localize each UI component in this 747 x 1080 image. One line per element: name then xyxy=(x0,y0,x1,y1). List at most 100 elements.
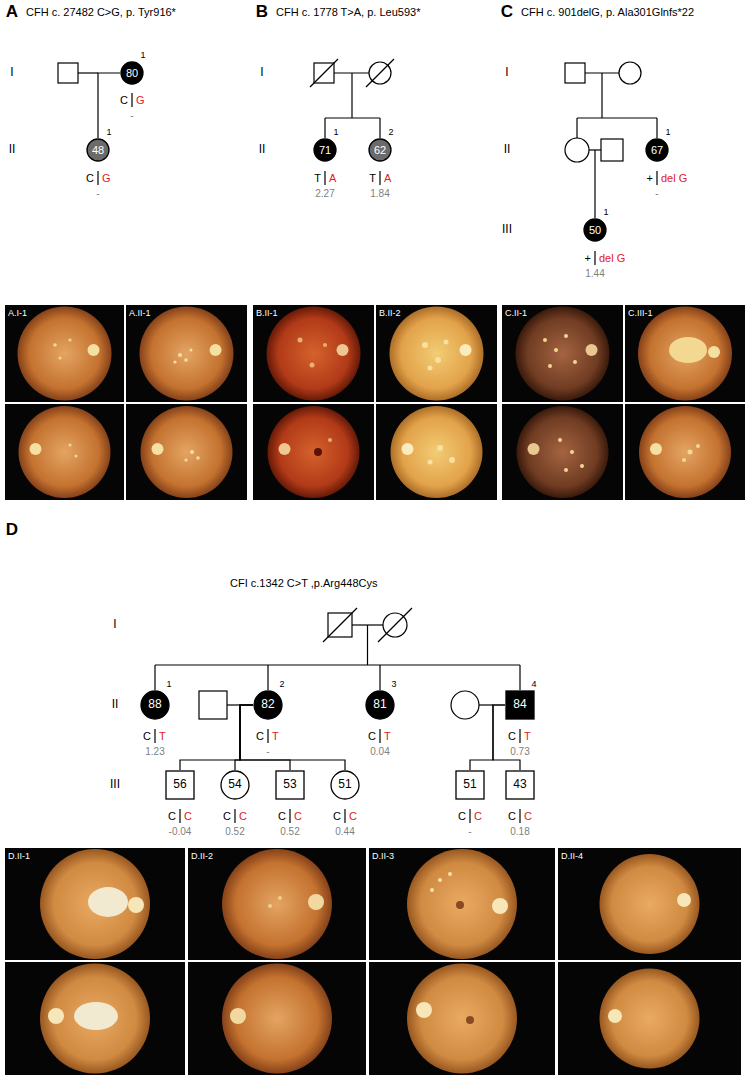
fundus-photo xyxy=(528,443,540,455)
fundus-photo xyxy=(278,896,282,900)
fundus-photo xyxy=(422,342,428,348)
pedigree-lines xyxy=(58,63,78,83)
fundus-photo xyxy=(430,888,434,892)
pedigree-circle: 50 xyxy=(583,218,607,242)
allele-label: C xyxy=(184,810,192,823)
pedigree-lines xyxy=(601,139,623,161)
value-label: - xyxy=(96,188,99,200)
fundus-photo xyxy=(437,445,443,451)
photo-label: D.II-4 xyxy=(561,851,583,861)
fundus-photo xyxy=(580,464,584,468)
variant-title: CFH c. 1778 T>A, p. Leu593* xyxy=(276,6,420,19)
allele-label: del G xyxy=(599,252,625,265)
circle-outline xyxy=(584,219,606,241)
pedigree-square: 53 xyxy=(275,770,305,800)
pedigree-lines xyxy=(325,117,380,118)
pedigree-lines xyxy=(519,665,520,690)
pedigree-lines xyxy=(379,118,380,138)
age-label: 84 xyxy=(513,698,526,711)
value-label: 0.52 xyxy=(280,826,299,838)
variant-title: CFH c. 901delG, p. Ala301Glnfs*22 xyxy=(521,6,694,19)
age-label: 51 xyxy=(338,778,351,791)
descent-line xyxy=(98,73,120,138)
pedigree-circle: 48 xyxy=(86,138,110,162)
fundus-photo xyxy=(608,1009,622,1023)
fundus-photo xyxy=(184,458,187,461)
fundus-photo xyxy=(222,964,332,1074)
allele-label: + xyxy=(647,172,653,185)
value-label: 0.44 xyxy=(335,826,354,838)
pedigree-lines xyxy=(267,729,268,743)
individual-number: 3 xyxy=(391,679,396,689)
allele-label: del G xyxy=(661,172,687,185)
fundus-photo xyxy=(558,962,741,1075)
pedigree-circle: 88 xyxy=(140,690,170,720)
panel-letter: C xyxy=(501,2,513,22)
allele-label: C xyxy=(86,172,94,185)
photo-label: B.II-2 xyxy=(379,308,401,318)
pedigree-lines xyxy=(565,63,585,83)
allele-label: C xyxy=(524,810,532,823)
pedigree-circle: 82 xyxy=(253,690,283,720)
allele-label: C xyxy=(508,730,516,743)
fundus-photo xyxy=(328,438,332,442)
individual-number: 2 xyxy=(388,127,393,137)
value-label: 1.23 xyxy=(145,746,164,758)
fundus-photo xyxy=(564,468,568,472)
fundus-photo xyxy=(407,964,517,1074)
pedigree-circle: 54 xyxy=(220,770,250,800)
fundus-photo xyxy=(40,964,150,1074)
fundus-photo xyxy=(298,338,303,343)
fundus-photo xyxy=(178,353,182,357)
value-label: 0.52 xyxy=(225,826,244,838)
fundus-photo xyxy=(30,443,42,455)
allele-label: C xyxy=(256,730,264,743)
pedigree-lines xyxy=(469,809,470,823)
fundus-photo xyxy=(600,854,700,954)
individual-number: 1 xyxy=(333,127,338,137)
fundus-photo xyxy=(570,450,574,454)
allele-label: C xyxy=(239,810,247,823)
fundus-photo xyxy=(558,848,741,960)
individual-number: 2 xyxy=(279,679,284,689)
fundus-photo xyxy=(444,340,449,345)
circle-outline xyxy=(254,691,282,719)
pedigree-lines xyxy=(576,118,577,138)
fundus-photo xyxy=(573,360,577,364)
fundus-photo xyxy=(376,305,497,402)
fundus-photo xyxy=(548,364,552,368)
value-label: 0.04 xyxy=(370,746,389,758)
fundus-photo xyxy=(688,450,693,455)
fundus-photo xyxy=(586,344,598,356)
pedigree-lines xyxy=(154,665,155,690)
age-label: 43 xyxy=(513,778,526,791)
pedigree-lines xyxy=(594,251,595,265)
photo-label: D.II-3 xyxy=(372,851,394,861)
circle-outline xyxy=(366,691,394,719)
allele-label: T xyxy=(159,730,166,743)
fundus-photo xyxy=(173,360,176,363)
fundus-photo xyxy=(152,443,164,455)
fundus-photo xyxy=(188,962,366,1075)
fundus-photo xyxy=(128,897,144,913)
pedigree-lines xyxy=(310,59,338,87)
fundus-photo xyxy=(376,404,497,500)
allele-label: A xyxy=(384,172,391,185)
pedigree-lines xyxy=(323,608,357,642)
circle-outline xyxy=(141,691,169,719)
photo-label: C.II-1 xyxy=(505,308,527,318)
square-outline xyxy=(506,691,534,719)
photo-label: C.III-1 xyxy=(628,308,653,318)
fundus-photo xyxy=(5,305,124,402)
fundus-photo xyxy=(75,455,78,458)
pedigree-square: 84 xyxy=(505,690,535,720)
fundus-photo xyxy=(279,443,291,455)
fundus-photo xyxy=(308,894,324,910)
pedigree-circle: 67 xyxy=(645,138,669,162)
pedigree-circle: 71 xyxy=(313,138,337,162)
pedigree-lines xyxy=(451,691,479,719)
fundus-photo xyxy=(310,363,315,368)
fundus-photo xyxy=(682,458,686,462)
generation-label: II xyxy=(9,143,16,157)
